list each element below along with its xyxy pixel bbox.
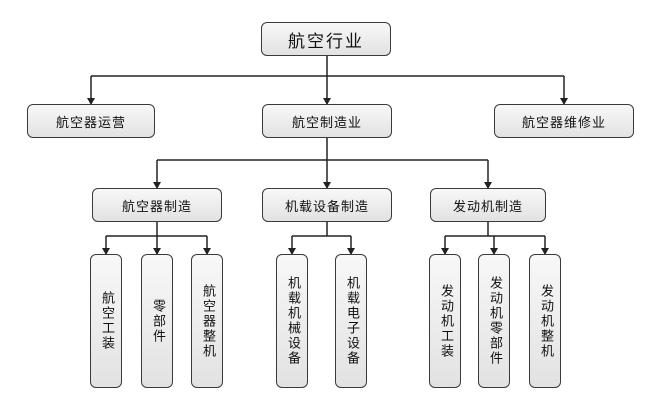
- node-airborne-equipment-making: 机载设备制造: [262, 188, 392, 222]
- node-airborne-electronic-equipment: 机载电子设备: [335, 254, 367, 388]
- node-airborne-mechanical-equipment: 机载机械设备: [276, 254, 308, 388]
- node-aircraft-making: 航空器制造: [92, 188, 222, 222]
- node-engine-making: 发动机制造: [430, 188, 546, 222]
- node-engine-parts: 发动机零部件: [478, 254, 510, 388]
- node-aviation-industry: 航空行业: [261, 22, 391, 56]
- node-aircraft-maintenance: 航空器维修业: [494, 104, 634, 138]
- node-engine-tooling: 发动机工装: [429, 254, 461, 388]
- node-aircraft-complete: 航空器整机: [191, 254, 223, 388]
- node-parts: 零部件: [141, 254, 173, 388]
- node-aviation-manufacturing: 航空制造业: [262, 104, 392, 138]
- node-aircraft-operation: 航空器运营: [27, 104, 155, 138]
- node-engine-complete: 发动机整机: [529, 254, 561, 388]
- node-aviation-tooling: 航空工装: [90, 254, 122, 388]
